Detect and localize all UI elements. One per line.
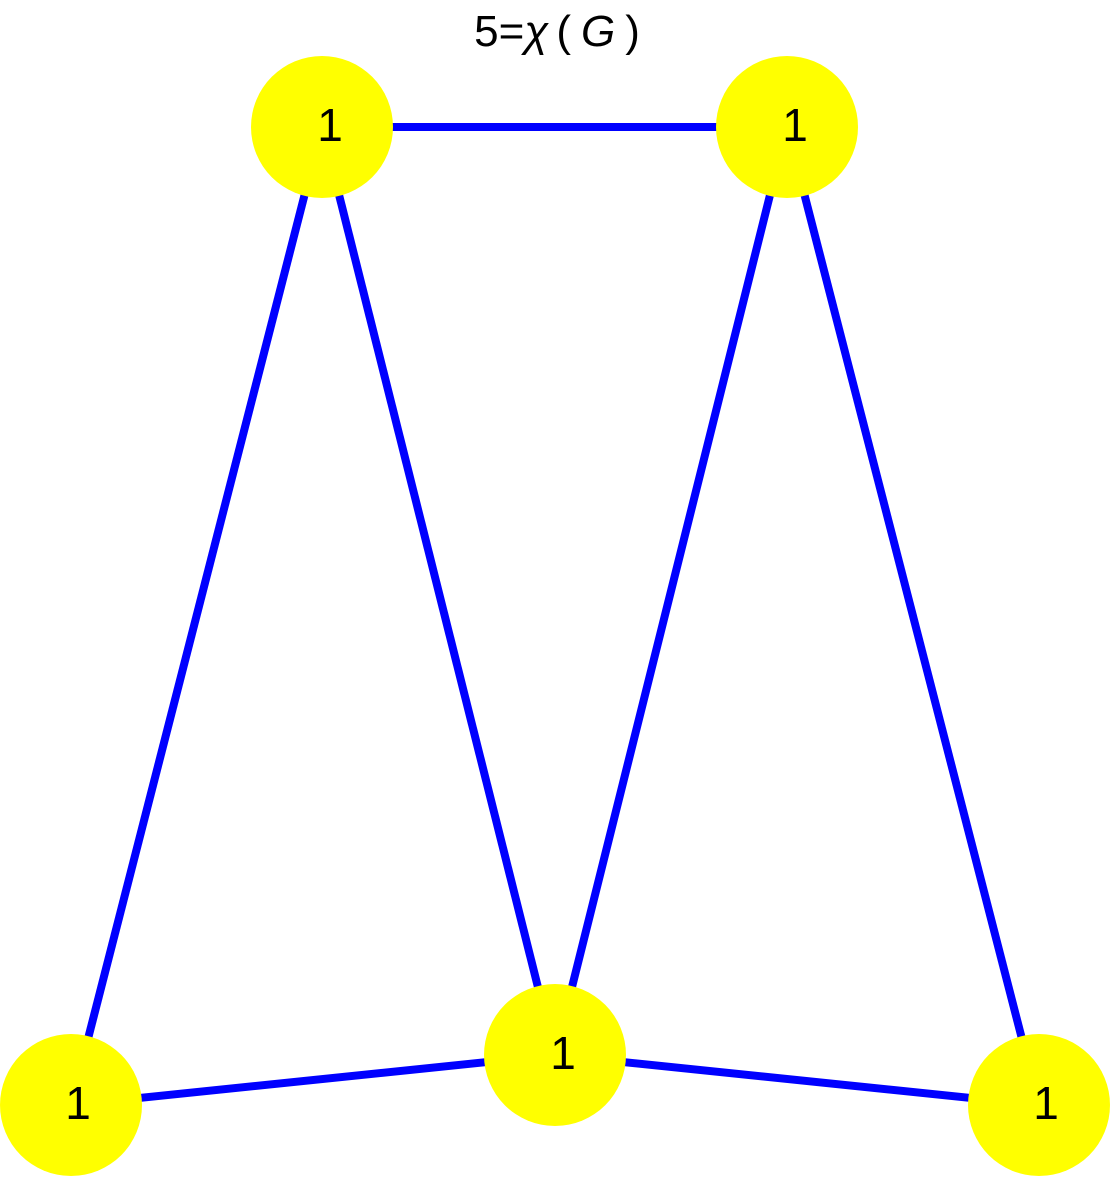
edges-layer xyxy=(67,123,1043,1109)
nodes-layer: 1 1 1 1 1 xyxy=(0,56,1110,1176)
node-label: 1 xyxy=(782,99,808,151)
edge-bottom-left-bottom-center xyxy=(70,1051,556,1109)
node-label: 1 xyxy=(1033,1077,1059,1129)
title-open-paren: ( xyxy=(556,7,571,56)
chromatic-number-title: 5=χ(G) xyxy=(474,7,640,56)
node-label: 1 xyxy=(65,1077,91,1129)
node-label: 1 xyxy=(317,99,343,151)
node-circle xyxy=(251,56,393,198)
diagram-title: 5=χ(G) xyxy=(474,7,640,56)
edge-bottom-center-bottom-right xyxy=(554,1051,1040,1109)
edge-top-left-bottom-center xyxy=(318,126,559,1056)
node-circle xyxy=(0,1034,142,1176)
node-top-right: 1 xyxy=(716,56,858,198)
node-label: 1 xyxy=(550,1027,576,1079)
node-bottom-left: 1 xyxy=(0,1034,142,1176)
title-chi-symbol: χ xyxy=(520,7,549,56)
node-top-left: 1 xyxy=(251,56,393,198)
node-circle xyxy=(968,1034,1110,1176)
node-bottom-center: 1 xyxy=(484,984,626,1126)
edge-top-right-bottom-center xyxy=(551,126,791,1056)
node-circle xyxy=(484,984,626,1126)
edge-top-right-bottom-right xyxy=(783,126,1043,1106)
node-circle xyxy=(716,56,858,198)
title-graph-name: G xyxy=(581,7,615,56)
node-bottom-right: 1 xyxy=(968,1034,1110,1176)
title-prefix: 5= xyxy=(474,7,524,56)
edge-top-left-bottom-left xyxy=(67,126,326,1106)
title-close-paren: ) xyxy=(625,7,640,56)
